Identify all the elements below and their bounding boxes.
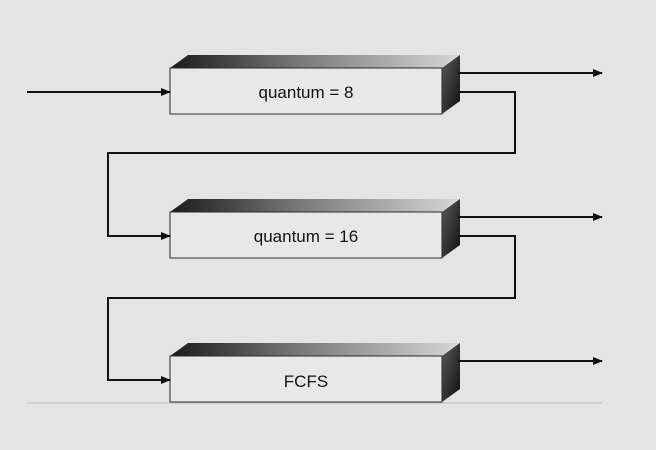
queue-2-demote-arrow bbox=[107, 235, 516, 384]
queue-box-front-face bbox=[169, 67, 443, 115]
queue-box-top-face bbox=[170, 55, 460, 68]
queue-box-top-face bbox=[170, 343, 460, 356]
queue-box-side-face bbox=[442, 199, 460, 258]
queue-box-side-face bbox=[442, 343, 460, 402]
queue-box-front-face bbox=[169, 355, 443, 403]
queue-label: quantum = 16 bbox=[254, 227, 358, 246]
queue-box-quantum-8: quantum = 8 bbox=[169, 55, 460, 115]
queue-box-side-face bbox=[442, 55, 460, 114]
queue-box-quantum-16: quantum = 16 bbox=[169, 199, 460, 259]
queue-box-front-face bbox=[169, 211, 443, 259]
queue-box-top-face bbox=[170, 199, 460, 212]
queue-1-demote-arrow bbox=[107, 91, 516, 240]
queue-box-fcfs: FCFS bbox=[169, 343, 460, 403]
queue-label: FCFS bbox=[284, 372, 328, 391]
queue-label: quantum = 8 bbox=[259, 83, 354, 102]
